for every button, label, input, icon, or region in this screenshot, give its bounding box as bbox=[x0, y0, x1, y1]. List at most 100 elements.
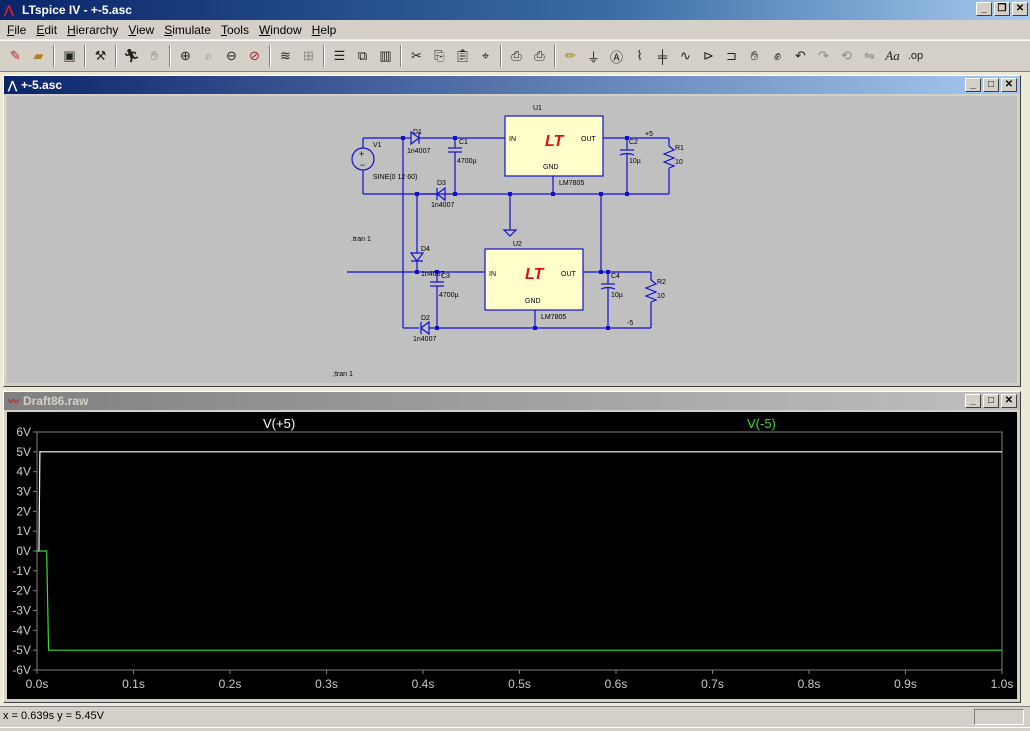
label-d3: D3 bbox=[437, 180, 446, 187]
y-tick-label: 3V bbox=[16, 485, 31, 499]
waveform-window-titlebar: 〰 Draft86.raw bbox=[4, 392, 1020, 410]
copy-icon[interactable]: ⎘ bbox=[434, 48, 445, 63]
halt-icon[interactable]: ✋︎ bbox=[150, 48, 159, 63]
close-button[interactable]: ✕ bbox=[1012, 2, 1028, 16]
series-line-minus5 bbox=[37, 550, 1002, 651]
net-label-minus5: -5 bbox=[627, 320, 633, 327]
cursor-readout: x = 0.639s y = 5.45V bbox=[3, 710, 104, 722]
label-r2: R2 bbox=[657, 279, 666, 286]
x-tick-label: 0.9s bbox=[894, 677, 917, 691]
lt-logo-u1-icon: LT bbox=[545, 133, 565, 150]
pan-icon[interactable]: ⌕ bbox=[204, 48, 213, 63]
label-icon[interactable]: Ⓐ bbox=[609, 49, 623, 65]
label-u2-part: LM7805 bbox=[541, 314, 566, 321]
label-u1-out: OUT bbox=[581, 136, 597, 143]
label-u2-in: IN bbox=[489, 271, 496, 278]
print-setup-icon[interactable]: ⎙ bbox=[511, 48, 522, 63]
zoom-in-icon[interactable]: ⊕ bbox=[180, 48, 191, 63]
capacitor-icon[interactable]: ╪ bbox=[657, 48, 668, 64]
zoom-out-icon[interactable]: ⊖ bbox=[226, 48, 237, 63]
title-bar: ⋀ LTspice IV - +-5.asc _ ❐ ✕ bbox=[0, 0, 1030, 20]
x-tick-label: 0.3s bbox=[315, 677, 338, 691]
y-tick-label: -1V bbox=[12, 564, 31, 578]
paste-icon[interactable]: 📋︎ bbox=[454, 48, 471, 63]
cut-icon[interactable]: ✂ bbox=[411, 48, 422, 63]
menu-tools[interactable]: Tools bbox=[220, 22, 249, 37]
label-d4: D4 bbox=[421, 246, 430, 253]
waveform-close-button[interactable]: ✕ bbox=[1001, 394, 1017, 408]
print-icon[interactable]: ⎙ bbox=[534, 48, 545, 63]
menu-help[interactable]: Help bbox=[311, 22, 337, 37]
series-line-plus5 bbox=[37, 451, 1002, 552]
label-c4-value: 10µ bbox=[611, 292, 623, 299]
y-tick-label: -4V bbox=[12, 623, 31, 637]
toolbar: ✎ ▰ ▣ ⚒ 🏃︎ ✋︎ ⊕ ⌕ ⊖ ⊘ ≋ ⊞ ☰ ⧉ ▥ ✂ ⎘ 📋︎ ⌖… bbox=[0, 40, 1030, 72]
waveform-maximize-button[interactable]: □ bbox=[983, 394, 999, 408]
new-schematic-icon[interactable]: ✎ bbox=[10, 48, 21, 63]
label-u1: U1 bbox=[533, 105, 542, 112]
undo-icon[interactable]: ↶ bbox=[795, 48, 806, 63]
menu-file[interactable]: File bbox=[7, 22, 27, 37]
drag-icon[interactable]: ✊︎ bbox=[773, 48, 782, 63]
diode-icon[interactable]: ⊳ bbox=[703, 48, 714, 63]
component-icon[interactable]: ⊐ bbox=[726, 48, 737, 63]
schematic-canvas[interactable]: LT LT + − U1 IN OUT GND LM7805 U2 IN OUT… bbox=[7, 96, 1017, 383]
menu-simulate[interactable]: Simulate bbox=[164, 22, 211, 37]
schematic-window-titlebar: ⋀ +-5.asc bbox=[4, 76, 1020, 94]
tile-horizontal-icon[interactable]: ☰ bbox=[333, 48, 346, 63]
schematic-close-button[interactable]: ✕ bbox=[1001, 78, 1017, 92]
waveform-chart: V(+5) V(-5) 6V5V4V3V2V1V0V-1V-2V-3V-4V-5… bbox=[12, 416, 1013, 691]
move-icon[interactable]: ✋︎ bbox=[750, 48, 759, 63]
spice-directive-tran: .tran 1 bbox=[351, 236, 371, 243]
ground-icon[interactable]: ⏚ bbox=[586, 49, 600, 65]
zoom-fit-icon[interactable]: ⊘ bbox=[249, 48, 260, 63]
label-v1: V1 bbox=[373, 142, 382, 149]
menu-edit[interactable]: Edit bbox=[36, 22, 58, 37]
mirror-icon[interactable]: ⇋ bbox=[864, 48, 875, 63]
open-icon[interactable]: ▰ bbox=[33, 48, 44, 63]
label-v1-value: SINE(0 12 60) bbox=[373, 174, 417, 181]
status-bar: x = 0.639s y = 5.45V bbox=[0, 706, 1030, 731]
task-strip bbox=[0, 727, 1030, 731]
resistor-icon[interactable]: ⌇ bbox=[636, 48, 643, 63]
text-icon[interactable]: Aa bbox=[885, 48, 900, 63]
spice-directive-icon[interactable]: .op bbox=[907, 50, 924, 62]
y-tick-label: 0V bbox=[16, 544, 31, 558]
cascade-icon[interactable]: ⧉ bbox=[357, 48, 368, 63]
wire-icon[interactable]: ✏ bbox=[565, 48, 576, 63]
schematic-maximize-button[interactable]: □ bbox=[983, 78, 999, 92]
label-d4-value: 1n4007 bbox=[421, 271, 444, 278]
schematic-minimize-button[interactable]: _ bbox=[965, 78, 981, 92]
control-panel-icon[interactable]: ⚒ bbox=[94, 48, 107, 63]
spice-comment-tran: ;tran 1 bbox=[333, 371, 353, 378]
restore-button[interactable]: ❐ bbox=[994, 2, 1010, 16]
y-tick-label: 1V bbox=[16, 524, 31, 538]
save-icon[interactable]: ▣ bbox=[63, 48, 76, 63]
y-tick-label: 6V bbox=[16, 425, 31, 439]
find-icon[interactable]: ⌖ bbox=[481, 48, 490, 63]
label-c1-value: 4700µ bbox=[457, 158, 477, 165]
rotate-icon[interactable]: ⟲ bbox=[841, 48, 852, 63]
label-u2: U2 bbox=[513, 241, 522, 248]
y-tick-label: -6V bbox=[12, 663, 31, 677]
minimize-button[interactable]: _ bbox=[976, 2, 992, 16]
grid-icon[interactable]: ⊞ bbox=[303, 48, 314, 63]
label-u2-gnd: GND bbox=[525, 298, 541, 305]
redo-icon[interactable]: ↷ bbox=[818, 48, 829, 63]
waveform-window-title: Draft86.raw bbox=[23, 394, 89, 408]
label-c1: C1 bbox=[459, 139, 468, 146]
svg-text:−: − bbox=[360, 160, 365, 170]
menu-view[interactable]: View bbox=[128, 22, 155, 37]
label-d3-value: 1n4007 bbox=[431, 202, 454, 209]
x-tick-label: 0.5s bbox=[508, 677, 531, 691]
waveform-icon: 〰 bbox=[8, 396, 19, 408]
autorange-icon[interactable]: ≋ bbox=[280, 48, 291, 63]
inductor-icon[interactable]: ∿ bbox=[680, 48, 691, 63]
waveform-minimize-button[interactable]: _ bbox=[965, 394, 981, 408]
tile-vertical-icon[interactable]: ▥ bbox=[379, 48, 392, 63]
menu-hierarchy[interactable]: Hierarchy bbox=[67, 22, 119, 37]
run-icon[interactable]: 🏃︎ bbox=[123, 48, 140, 63]
y-tick-label: -3V bbox=[12, 604, 31, 618]
menu-window[interactable]: Window bbox=[258, 22, 302, 37]
